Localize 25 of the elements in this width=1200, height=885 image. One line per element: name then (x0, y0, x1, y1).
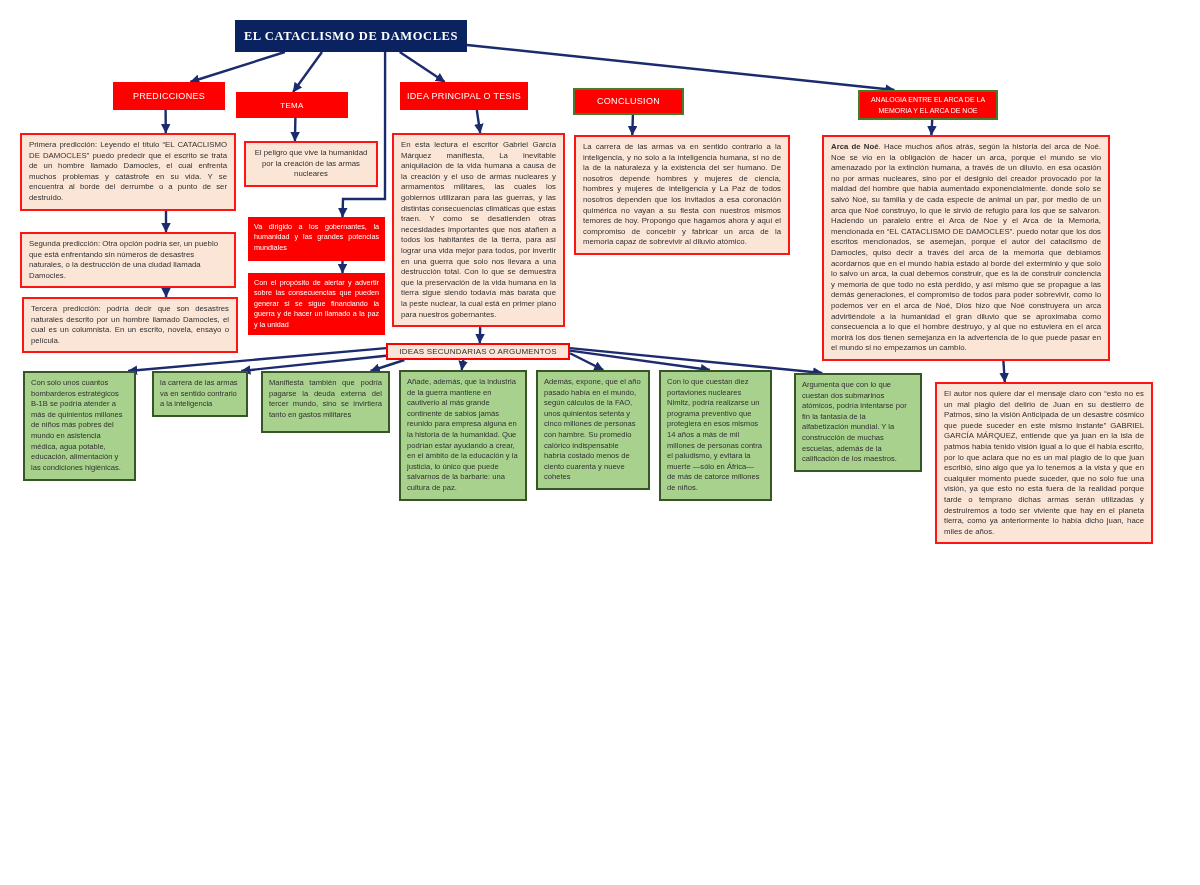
arrow (458, 359, 468, 371)
arrow (240, 354, 387, 375)
category-header: PREDICCIONES (113, 82, 225, 110)
arrow (127, 346, 387, 375)
category-header: TEMA (236, 92, 348, 118)
arrow (927, 119, 937, 136)
arrow (160, 110, 171, 134)
arrow (474, 109, 484, 134)
arrow (999, 360, 1009, 383)
arrow (189, 50, 286, 84)
category-header: IDEA PRINCIPAL O TESIS (400, 82, 528, 110)
arrow (627, 114, 638, 136)
category-header: CONCLUSION (573, 88, 684, 115)
title-banner: EL CATACLISMO DE DAMOCLES (235, 20, 467, 52)
arrow (161, 287, 171, 298)
arrow (161, 210, 171, 233)
arrow (475, 327, 485, 344)
arrow (569, 352, 604, 372)
arrow (337, 52, 387, 218)
arrow (370, 358, 405, 373)
category-header: IDEAS SECUNDARIAS O ARGUMENTOS (386, 343, 570, 360)
arrow (399, 51, 446, 83)
arrow (337, 261, 348, 274)
arrow (292, 51, 323, 93)
arrow (290, 117, 300, 142)
